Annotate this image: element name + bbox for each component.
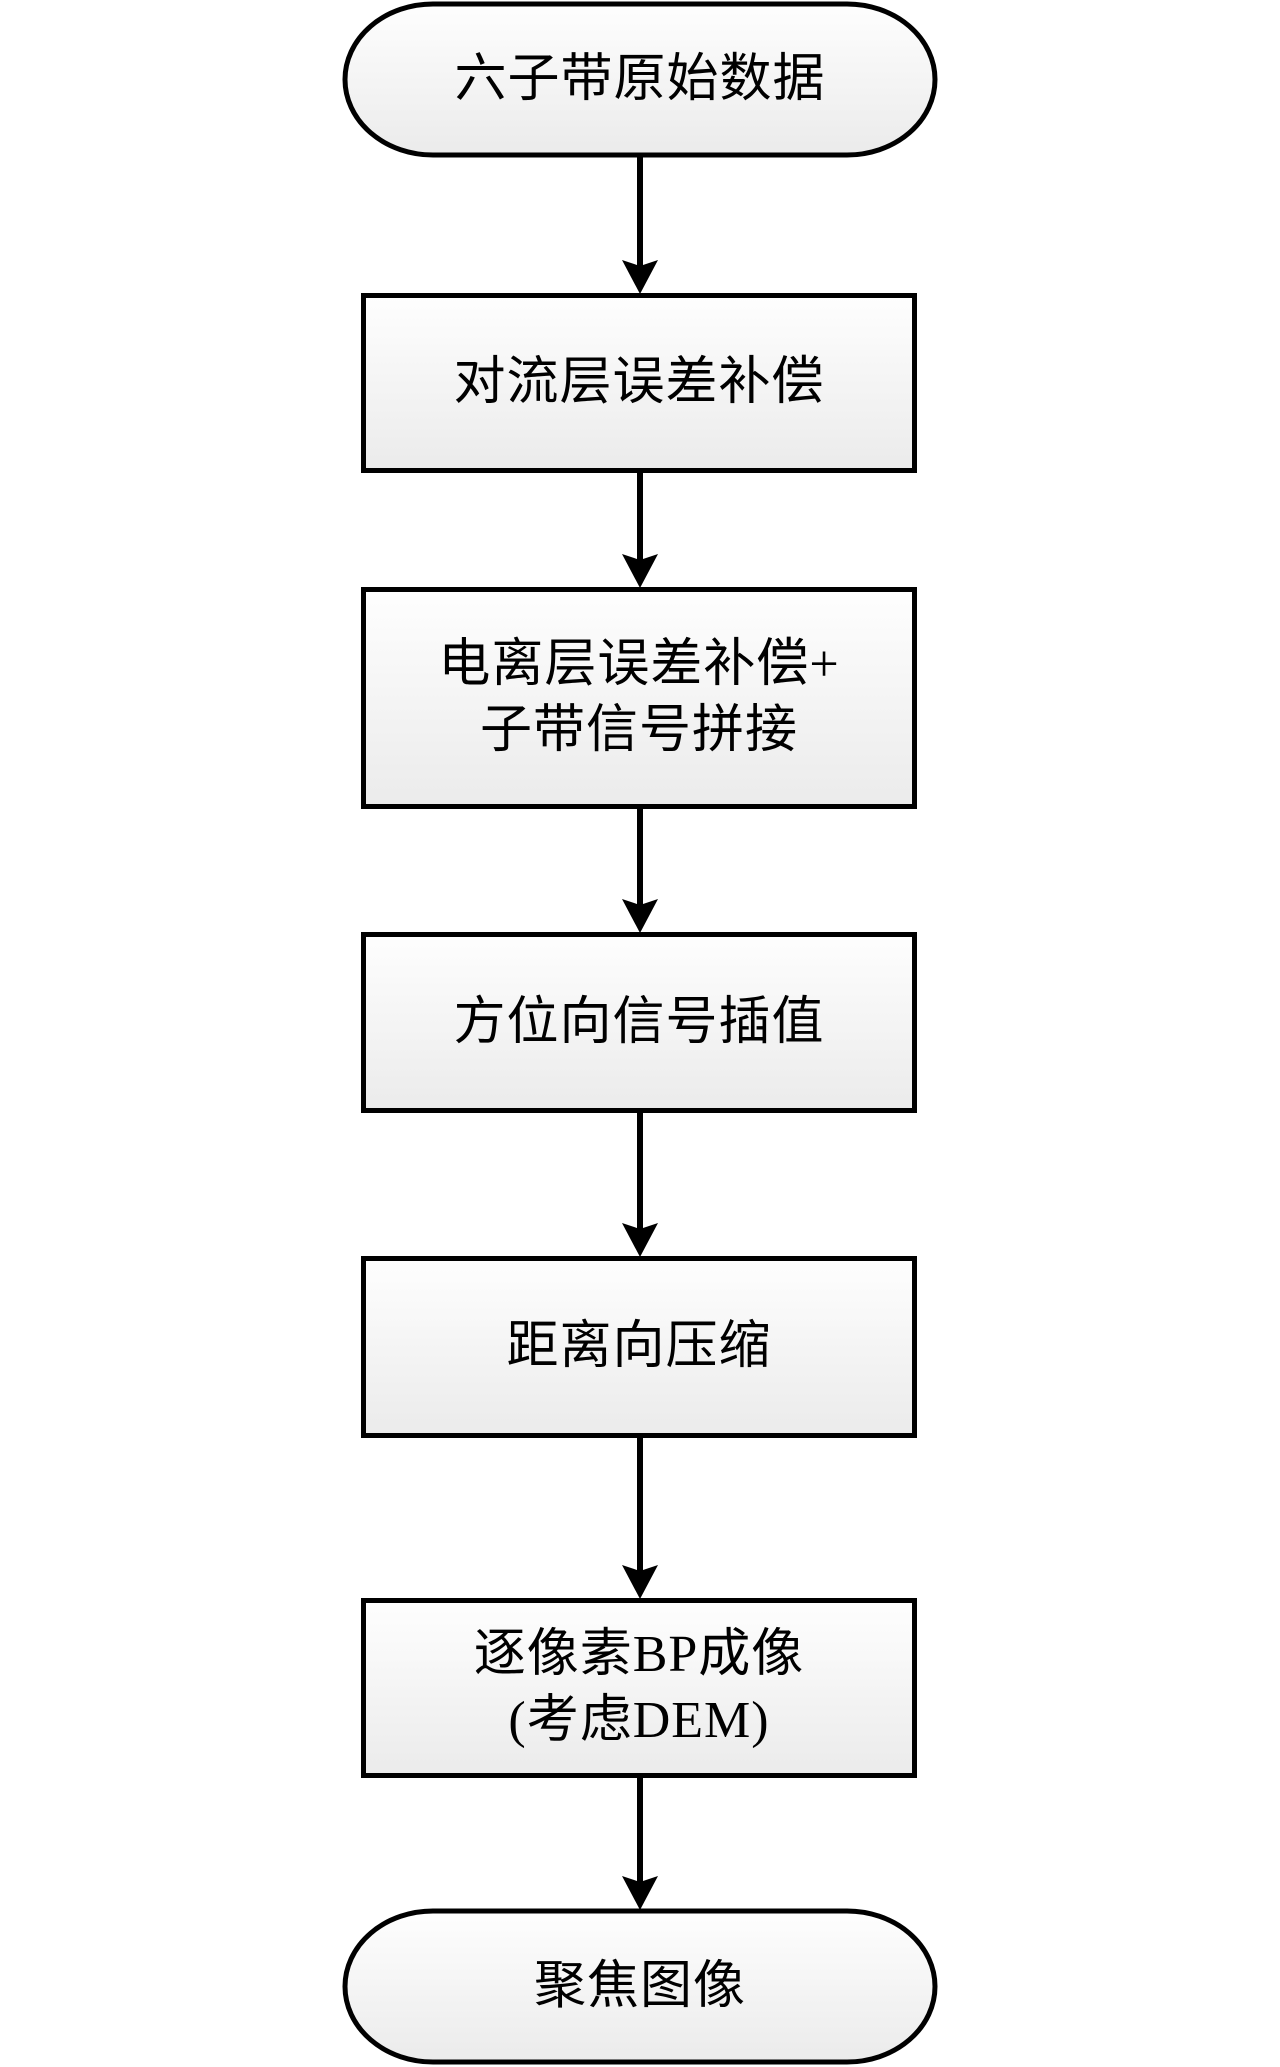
arrowhead-icon xyxy=(622,1565,658,1599)
end-terminator-shape xyxy=(342,1908,938,2065)
start-terminator-shape xyxy=(342,1,938,158)
troposphere-process-box xyxy=(361,293,917,473)
azimuth-process-box xyxy=(361,932,917,1113)
arrowhead-icon xyxy=(622,1223,658,1257)
bp-process-box xyxy=(361,1598,917,1778)
arrowhead-icon xyxy=(622,554,658,588)
arrowhead-icon xyxy=(622,1876,658,1910)
arrowhead-icon xyxy=(622,260,658,294)
ionosphere-process-box xyxy=(361,587,917,809)
range-process-box xyxy=(361,1256,917,1438)
arrowhead-icon xyxy=(622,899,658,933)
